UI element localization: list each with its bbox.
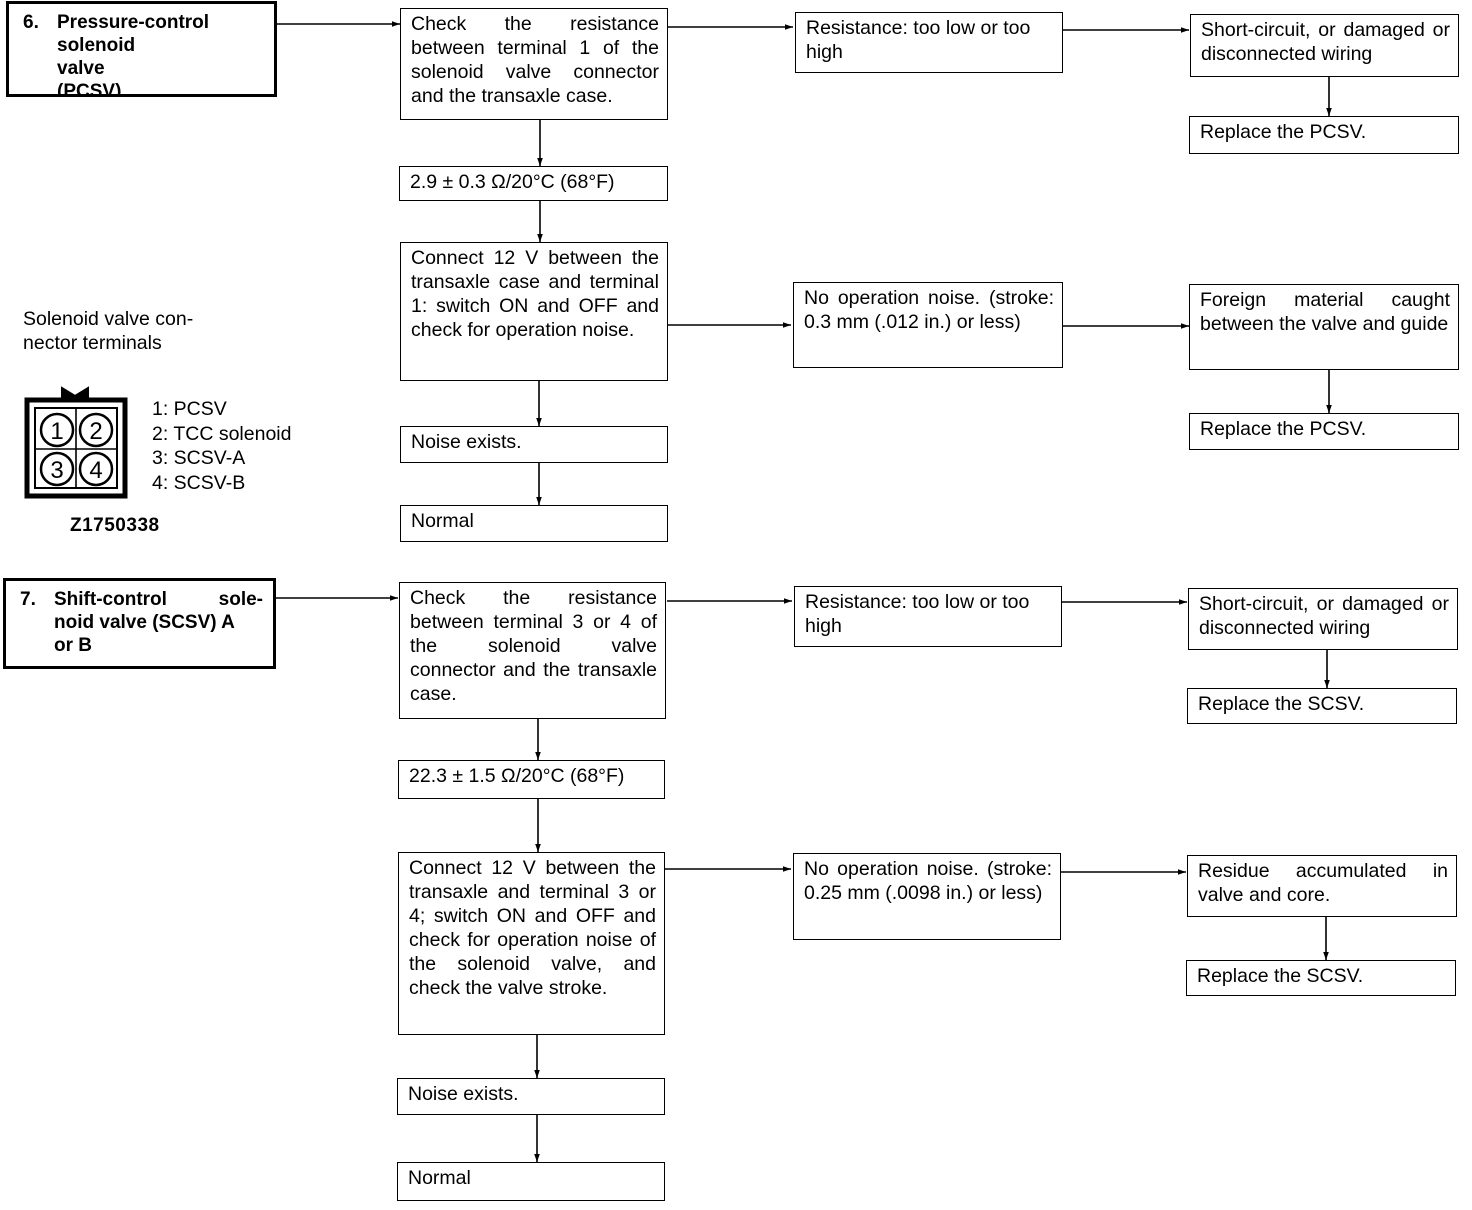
figure-reference-id: Z1750338 — [70, 515, 160, 536]
s7-resistance-bad-box: Resistance: too low or too high — [794, 586, 1062, 647]
connector-caption-line-2: nector terminals — [23, 332, 162, 354]
terminal-3-number: 3 — [50, 457, 63, 484]
legend-item-3: 3: SCSV-A — [152, 447, 246, 469]
section-7-number: 7. — [20, 589, 36, 610]
s7-replace-scsv-box-1: Replace the SCSV. — [1187, 688, 1457, 724]
s6-resistance-spec-box: 2.9 ± 0.3 Ω/20°C (68°F) — [399, 166, 668, 201]
legend-item-2: 2: TCC solenoid — [152, 422, 292, 445]
section-6-title: 6. Pressure-control solenoid valve (PCSV) — [6, 1, 277, 97]
s7-residue-box: Residue accumulated in valve and core. — [1187, 855, 1457, 917]
s7-connect-12v-box: Connect 12 V between the transaxle and t… — [398, 852, 665, 1035]
s6-check-resistance-box: Check the resistance between terminal 1 … — [400, 8, 668, 120]
s6-connect-12v-box: Connect 12 V between the transaxle case … — [400, 242, 668, 381]
terminal-2-number: 2 — [89, 418, 102, 445]
s7-replace-scsv-box-2: Replace the SCSV. — [1186, 960, 1456, 996]
connector-terminal-figure: 1 2 3 4 — [24, 386, 128, 499]
s7-resistance-spec-box: 22.3 ± 1.5 Ω/20°C (68°F) — [398, 760, 665, 799]
s6-resistance-bad-box: Resistance: too low or too high — [795, 12, 1063, 73]
s6-noise-exists-box: Noise exists. — [400, 426, 668, 463]
s6-replace-pcsv-box-1: Replace the PCSV. — [1189, 116, 1459, 154]
s6-replace-pcsv-box-2: Replace the PCSV. — [1189, 413, 1459, 450]
legend-item-4: 4: SCSV-B — [152, 471, 246, 494]
terminal-legend: 1: PCSV 2: TCC solenoid 3: SCSV-A 4: SCS… — [152, 397, 291, 495]
section-7-title-line-1: Shift-control sole- — [54, 589, 263, 610]
s6-normal-box: Normal — [400, 505, 668, 542]
connector-caption-line-1: Solenoid valve con- — [23, 308, 194, 330]
section-7-title-line-3: or B — [54, 635, 92, 656]
terminal-1-number: 1 — [50, 418, 63, 445]
s7-check-resistance-box: Check the resistance between terminal 3 … — [399, 582, 666, 719]
s7-no-operation-noise-box: No operation noise. (stroke: 0.25 mm (.0… — [793, 853, 1061, 940]
terminal-4-number: 4 — [89, 457, 102, 484]
s6-wiring-fault-box: Short-circuit, or damaged or disconnecte… — [1190, 14, 1459, 77]
s6-no-operation-noise-box: No operation noise. (stroke: 0.3 mm (.01… — [793, 282, 1063, 368]
legend-item-1: 1: PCSV — [152, 398, 227, 420]
connector-caption: Solenoid valve con- nector terminals — [23, 307, 193, 355]
section-6-title-line-2: solenoid valve — [57, 35, 136, 79]
section-7-title-line-2: noid valve (SCSV) A — [54, 612, 235, 633]
s7-normal-box: Normal — [397, 1162, 665, 1201]
section-7-title: 7. Shift-control sole- noid valve (SCSV) … — [3, 578, 276, 669]
section-6-title-line-3: (PCSV) — [57, 81, 122, 97]
s6-foreign-material-box: Foreign material caught between the valv… — [1189, 284, 1459, 370]
section-6-title-line-1: Pressure-control — [57, 12, 210, 33]
s7-noise-exists-box: Noise exists. — [397, 1078, 665, 1115]
s7-wiring-fault-box: Short-circuit, or damaged or disconnecte… — [1188, 588, 1458, 650]
section-6-number: 6. — [23, 12, 39, 33]
